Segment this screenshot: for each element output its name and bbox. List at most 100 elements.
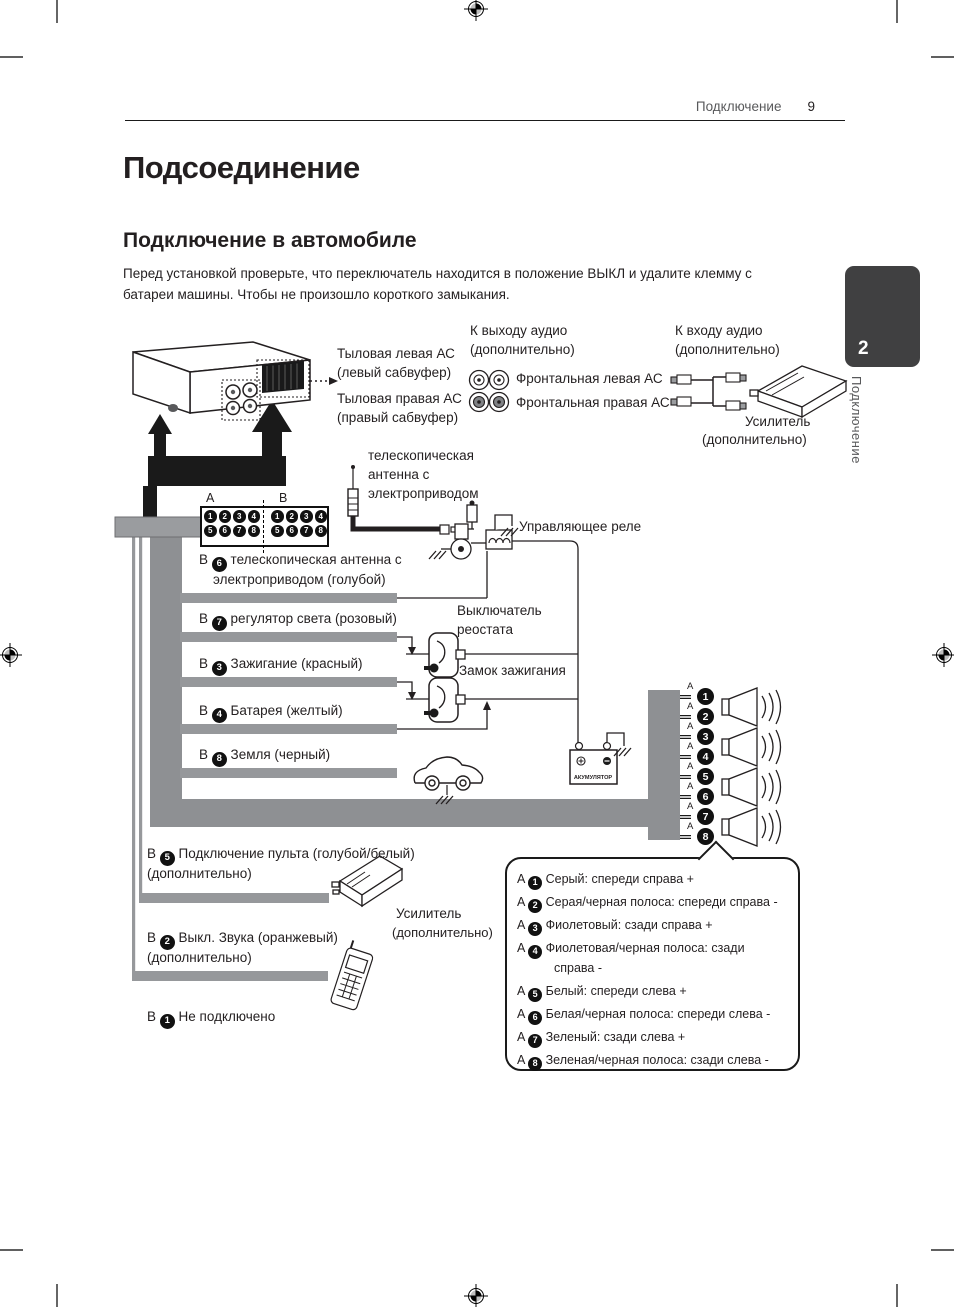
speaker-pin-group: A	[687, 681, 694, 692]
battery-label: АКУМУЛЯТОР	[574, 775, 613, 781]
ignition-switch-drawing	[397, 677, 578, 723]
legend-item: A 8 Зеленая/черная полоса: сзади слева -	[517, 1049, 790, 1072]
amplifier-top-label: Усилитель	[745, 414, 811, 429]
audio-out-label: К выходу аудио	[470, 323, 568, 338]
head-unit-drawing	[132, 341, 338, 421]
pin-badge-b1: 1	[159, 1013, 175, 1029]
connector-pin: 6	[218, 524, 231, 537]
intro-line-2: батареи машины. Чтобы не произошло корот…	[123, 287, 510, 302]
antenna-label-3: электроприводом	[368, 486, 479, 501]
pin-badge-b4: 4	[211, 707, 227, 723]
wire-row-b4: B 4 Батарея (желтый)	[199, 702, 343, 723]
pin-badge-b6: 6	[211, 556, 227, 572]
speaker-pin-group: A	[687, 781, 694, 792]
registration-mark-left	[0, 642, 23, 668]
speaker-pin-7: 7	[697, 808, 714, 825]
connector-pins: 1 2 3 4 1 2 3 4 5 6 7 8 5 6 7 8	[204, 510, 327, 539]
rheostat-label-2: реостата	[457, 622, 514, 637]
speaker-pin-group: A	[687, 741, 694, 752]
page-number: 9	[807, 99, 815, 114]
antenna-mast-drawing	[347, 465, 474, 535]
connector-divider	[263, 500, 264, 553]
page-title: Подсоединение	[123, 150, 360, 185]
legend-item-cont: справа -	[554, 961, 603, 975]
connector-pin: 2	[285, 510, 298, 523]
legend-item: A 1 Серый: спереди справа +	[517, 868, 790, 891]
registration-mark-bottom	[463, 1283, 489, 1307]
rear-right-speaker-label: Тыловая правая АС	[337, 391, 462, 406]
intro-line-1: Перед установкой проверьте, что переключ…	[123, 266, 752, 281]
speaker-pin-1: 1	[697, 688, 714, 705]
wire-harness-gray	[132, 537, 680, 981]
speaker-wire-legend: A 1 Серый: спереди справа + A 2 Серая/че…	[505, 840, 800, 1072]
wire-row-b3: B 3 Зажигание (красный)	[199, 655, 363, 676]
rheostat-label-1: Выключатель	[457, 603, 542, 618]
wire-row-b8: B 8 Земля (черный)	[199, 746, 330, 767]
section-heading: Подключение в автомобиле	[123, 229, 417, 252]
pin-badge-b7: 7	[211, 615, 227, 631]
speaker-pin-5: 5	[697, 768, 714, 785]
speaker-pin-4: 4	[697, 748, 714, 765]
pin-badge-b8: 8	[211, 751, 227, 767]
antenna-label-2: антенна с	[368, 467, 430, 482]
car-chassis-drawing	[413, 756, 484, 795]
ground-symbol	[428, 550, 447, 560]
connector-pin: 4	[247, 510, 260, 523]
speaker-pin-2: 2	[697, 708, 714, 725]
wire-row-b7: B 7 регулятор света (розовый)	[199, 610, 397, 631]
speaker-pin-6: 6	[697, 788, 714, 805]
front-left-speaker-label: Фронтальная левая АС	[516, 371, 663, 386]
connector-pin: 4	[314, 510, 327, 523]
speaker-pin-group: A	[687, 701, 694, 712]
antenna-relay-circuit	[397, 500, 579, 744]
rheostat-switch-drawing	[397, 632, 578, 678]
car-battery-drawing	[569, 732, 625, 785]
connector-pin: 8	[314, 524, 327, 537]
speaker-wires	[680, 695, 691, 839]
amplifier-top-drawing	[749, 365, 848, 419]
amplifier-mid-label: Усилитель	[396, 906, 462, 921]
page-header: Подключение 9	[540, 99, 815, 114]
amplifier-top-sub: (дополнительно)	[702, 432, 807, 447]
legend-item: A 4 Фиолетовая/черная полоса: сзади	[517, 937, 790, 960]
rear-left-speaker-sub: (левый сабвуфер)	[337, 365, 452, 380]
speaker-pin-group: A	[687, 801, 694, 812]
speaker-pin-group: A	[687, 821, 694, 832]
amplifier-mid-sub: (дополнительно)	[392, 925, 493, 940]
header-section-label: Подключение	[695, 99, 782, 114]
speaker-pin-3: 3	[697, 728, 714, 745]
legend-item: A 2 Серая/черная полоса: спереди справа …	[517, 891, 790, 914]
legend-item: A 5 Белый: спереди слева +	[517, 980, 790, 1003]
wire-row-b5: B 5 Подключение пульта (голубой/белый)	[147, 845, 415, 866]
speaker-pin-group: A	[687, 761, 694, 772]
legend-item: A 6 Белая/черная полоса: спереди слева -	[517, 1003, 790, 1026]
wire-row-b5-note: (дополнительно)	[147, 866, 252, 881]
wire-row-b6-line2: электроприводом (голубой)	[213, 572, 386, 587]
wire-row-b2: B 2 Выкл. Звука (оранжевый)	[147, 929, 338, 950]
pin-badge-b3: 3	[211, 660, 227, 676]
phone-drawing	[330, 940, 374, 1011]
legend-item: A 7 Зеленый: сзади слева +	[517, 1026, 790, 1049]
ignition-label: Замок зажигания	[459, 663, 566, 678]
connector-pin: 2	[218, 510, 231, 523]
rear-right-speaker-sub: (правый сабвуфер)	[337, 410, 459, 425]
wire-row-b6: B 6 телескопическая антенна с	[199, 551, 402, 572]
connector-pin: 1	[271, 510, 284, 523]
audio-in-label: К входу аудио	[675, 323, 763, 338]
registration-mark-right	[931, 642, 954, 668]
speaker-pin-group: A	[687, 721, 694, 732]
connector-group-a-label: A	[206, 491, 215, 505]
rca-cables-drawing	[670, 372, 747, 411]
connector-pin: 1	[204, 510, 217, 523]
connector-pin: 5	[204, 524, 217, 537]
connector-pin: 3	[233, 510, 246, 523]
main-power-wires	[143, 400, 292, 518]
connector-pin: 7	[300, 524, 313, 537]
rca-jack-grid	[468, 369, 510, 413]
connector-group-b-label: B	[279, 491, 288, 505]
legend-item: A 3 Фиолетовый: сзади справа +	[517, 914, 790, 937]
antenna-label-1: телескопическая	[368, 448, 474, 463]
